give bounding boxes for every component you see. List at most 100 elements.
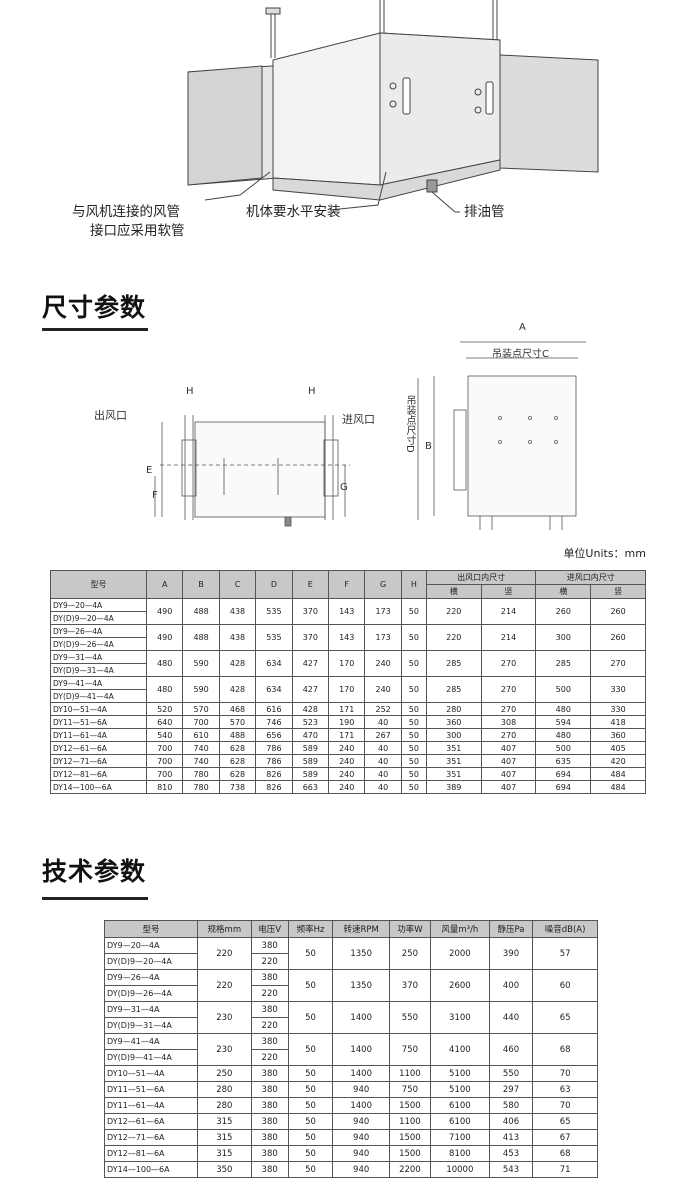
pressure-cell: 400 xyxy=(488,969,534,1002)
value-cell: 50 xyxy=(287,1097,334,1114)
value-cell: 407 xyxy=(480,754,537,768)
value-cell: 50 xyxy=(400,767,427,781)
value-cell: 240 xyxy=(328,754,366,768)
model-cell: DY12—71—6A xyxy=(104,1129,198,1146)
value-cell: 750 xyxy=(388,1081,431,1098)
dimension-table: 型号 A B C D E F G H 出风口内尺寸 进风口内尺寸 横 竖 横 竖… xyxy=(50,570,646,794)
value-cell: 50 xyxy=(287,1161,334,1178)
value-cell: 50 xyxy=(287,1113,334,1130)
value-cell: 656 xyxy=(255,728,293,742)
value-cell: 468 xyxy=(218,702,257,716)
model-cell: DY11—51—6A xyxy=(50,715,147,729)
model-cell: DY12—81—6A xyxy=(104,1145,198,1162)
header-g: G xyxy=(364,570,402,599)
rpm-cell: 1350 xyxy=(332,937,390,970)
model-cell: DY12—81—6A xyxy=(50,767,147,781)
value-cell: 589 xyxy=(291,741,330,755)
value-cell: 550 xyxy=(488,1065,534,1082)
value-cell: 280 xyxy=(197,1097,252,1114)
model-cell: DY14—100—6A xyxy=(50,780,147,794)
value-cell: 308 xyxy=(480,715,537,729)
value-cell: 628 xyxy=(218,767,257,781)
tech-header-noise: 噪音dB(A) xyxy=(532,920,598,938)
value-cell: 428 xyxy=(218,650,257,677)
value-cell: 330 xyxy=(590,702,646,716)
level-callout: 机体要水平安装 xyxy=(246,204,341,220)
model-cell: DY9—20—4A xyxy=(50,598,147,612)
value-cell: 6100 xyxy=(429,1097,490,1114)
value-cell: 590 xyxy=(182,650,220,677)
dim-label-f: F xyxy=(152,490,158,501)
value-cell: 826 xyxy=(255,780,293,794)
tech-header-airflow: 风量m³/h xyxy=(429,920,490,938)
value-cell: 6100 xyxy=(429,1113,490,1130)
value-cell: 540 xyxy=(145,728,184,742)
value-cell: 370 xyxy=(291,598,330,625)
value-cell: 67 xyxy=(532,1129,598,1146)
value-cell: 240 xyxy=(328,741,366,755)
airflow-cell: 2600 xyxy=(429,969,490,1002)
noise-cell: 57 xyxy=(532,937,598,970)
value-cell: 786 xyxy=(255,741,293,755)
value-cell: 580 xyxy=(488,1097,534,1114)
value-cell: 360 xyxy=(590,728,646,742)
value-cell: 50 xyxy=(400,780,427,794)
value-cell: 171 xyxy=(328,728,366,742)
model-cell: DY9—31—4A xyxy=(50,650,147,664)
value-cell: 252 xyxy=(364,702,402,716)
value-cell: 700 xyxy=(145,741,184,755)
subheader-outlet-width: 横 xyxy=(425,584,482,599)
value-cell: 407 xyxy=(480,780,537,794)
value-cell: 490 xyxy=(145,598,184,625)
model-cell: DY(D)9—26—4A xyxy=(50,637,147,651)
model-cell: DY9—20—4A xyxy=(104,937,198,954)
duct-callout-line1: 与风机连接的风管 xyxy=(72,204,180,220)
model-cell: DY(D)9—20—4A xyxy=(50,611,147,625)
value-cell: 484 xyxy=(590,780,646,794)
spec-cell: 220 xyxy=(197,937,252,970)
value-cell: 360 xyxy=(425,715,482,729)
value-cell: 297 xyxy=(488,1081,534,1098)
value-cell: 300 xyxy=(535,624,592,651)
value-cell: 940 xyxy=(332,1113,390,1130)
model-cell: DY(D)9—20—4A xyxy=(104,953,198,970)
value-cell: 50 xyxy=(400,598,427,625)
value-cell: 315 xyxy=(197,1113,252,1130)
value-cell: 40 xyxy=(364,780,402,794)
value-cell: 240 xyxy=(364,650,402,677)
value-cell: 500 xyxy=(535,741,592,755)
value-cell: 543 xyxy=(488,1161,534,1178)
value-cell: 143 xyxy=(328,598,366,625)
spec-cell: 220 xyxy=(197,969,252,1002)
value-cell: 634 xyxy=(255,676,293,703)
value-cell: 380 xyxy=(250,1129,289,1146)
value-cell: 50 xyxy=(400,715,427,729)
model-cell: DY10—51—4A xyxy=(104,1065,198,1082)
value-cell: 520 xyxy=(145,702,184,716)
value-cell: 826 xyxy=(255,767,293,781)
tech-header-rpm: 转速RPM xyxy=(332,920,390,938)
value-cell: 270 xyxy=(480,650,537,677)
tech-header-spec: 规格mm xyxy=(197,920,252,938)
value-cell: 628 xyxy=(218,754,257,768)
value-cell: 171 xyxy=(328,702,366,716)
value-cell: 8100 xyxy=(429,1145,490,1162)
value-cell: 420 xyxy=(590,754,646,768)
value-cell: 190 xyxy=(328,715,366,729)
spec-cell: 230 xyxy=(197,1033,252,1066)
dimension-title-underline xyxy=(42,328,148,331)
value-cell: 351 xyxy=(425,754,482,768)
value-cell: 280 xyxy=(197,1081,252,1098)
value-cell: 214 xyxy=(480,598,537,625)
value-cell: 634 xyxy=(255,650,293,677)
value-cell: 490 xyxy=(145,624,184,651)
power-cell: 750 xyxy=(388,1033,431,1066)
